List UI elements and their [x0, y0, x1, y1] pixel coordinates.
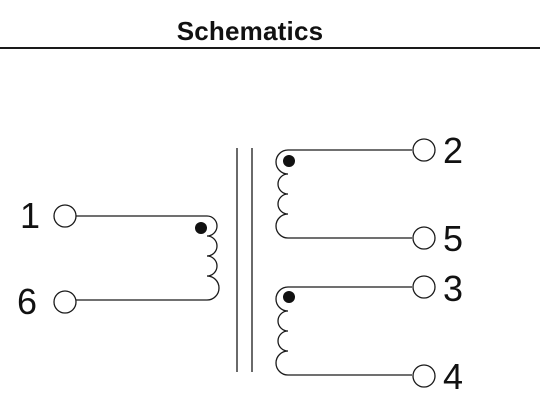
- pin-label-2: 2: [443, 130, 463, 171]
- pin-label-6: 6: [17, 281, 37, 322]
- polarity-dot-primary: [195, 222, 207, 234]
- terminal-4: [412, 364, 436, 388]
- secondary-upper-winding: [275, 149, 412, 239]
- secondary-lower-winding: [275, 286, 412, 376]
- page-title: Schematics: [176, 16, 324, 46]
- primary-winding: [76, 215, 220, 301]
- terminal-1: [53, 204, 77, 228]
- transformer-core: [236, 148, 253, 372]
- terminal-6: [53, 290, 77, 314]
- pin-label-4: 4: [443, 356, 463, 397]
- terminal-5: [412, 226, 436, 250]
- polarity-dot-secondary-upper: [283, 155, 295, 167]
- header-divider: [0, 47, 540, 49]
- polarity-dot-secondary-lower: [283, 291, 295, 303]
- terminal-3: [412, 275, 436, 299]
- pin-label-3: 3: [443, 268, 463, 309]
- pin-label-1: 1: [20, 195, 40, 236]
- pin-label-5: 5: [443, 218, 463, 259]
- terminal-2: [412, 138, 436, 162]
